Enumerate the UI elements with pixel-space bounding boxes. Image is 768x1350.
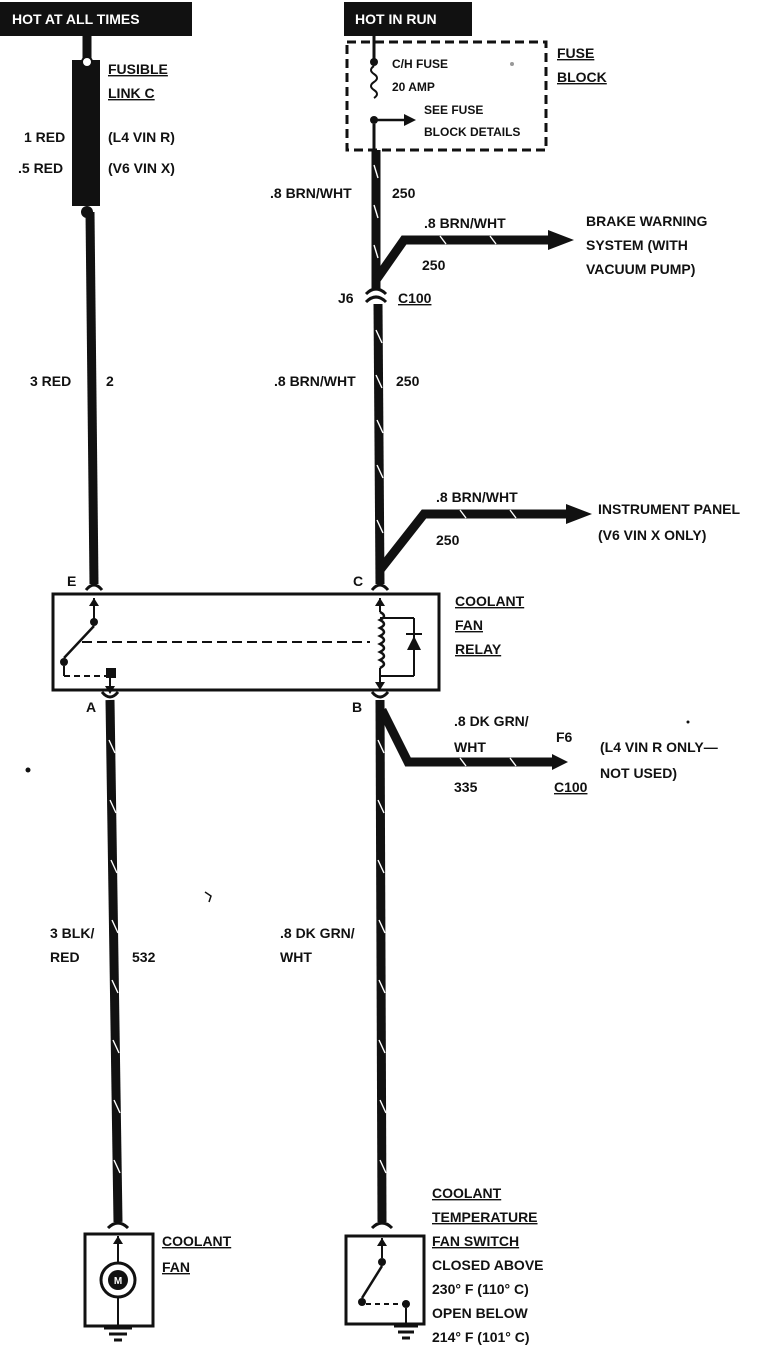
switch-label-1: COOLANT <box>432 1185 502 1201</box>
fusible-link-c <box>72 60 100 206</box>
arrow-instrument-panel <box>566 504 592 524</box>
fusible-link-wire-2-note: (V6 VIN X) <box>108 160 175 176</box>
connector-c100-j6 <box>364 287 388 304</box>
wire-label-532: 532 <box>132 949 156 965</box>
ip-branch-circuit: 250 <box>436 532 460 548</box>
wire-3-blk-red-532 <box>105 699 123 1223</box>
relay-terminal-b: B <box>352 699 362 715</box>
brake-dest-2: SYSTEM (WITH <box>586 237 688 253</box>
wire-label-250-mid: 250 <box>396 373 420 389</box>
fuse-rating: 20 AMP <box>392 80 435 94</box>
brake-branch-circuit: 250 <box>422 257 446 273</box>
wire-label-3-blk: 3 BLK/ <box>50 925 94 941</box>
fuse-see-details-1: SEE FUSE <box>424 103 483 117</box>
fusible-link-wire-1-note: (L4 VIN R) <box>108 129 175 145</box>
wire-3-red-circuit-2 <box>85 211 99 585</box>
switch-closed-2: 230° F (110° C) <box>432 1281 529 1297</box>
svg-text:M: M <box>114 1276 122 1287</box>
arrow-brake-warning <box>548 230 574 250</box>
fuse-block-label-2: BLOCK <box>557 69 607 85</box>
f6-wire-2: WHT <box>454 739 486 755</box>
wire-f6-branch <box>377 707 552 767</box>
fuse-block-label-1: FUSE <box>557 45 594 61</box>
relay-terminal-c: C <box>353 573 363 589</box>
wire-label-red: RED <box>50 949 80 965</box>
svg-text:HOT AT ALL TIMES: HOT AT ALL TIMES <box>12 11 140 27</box>
coolant-fan-relay <box>51 583 441 699</box>
wire-label-brn-wht-top: .8 BRN/WHT <box>270 185 352 201</box>
wire-label-circuit-2: 2 <box>106 373 114 389</box>
switch-label-2: TEMPERATURE <box>432 1209 538 1225</box>
switch-label-3: FAN SWITCH <box>432 1233 519 1249</box>
switch-open-2: 214° F (101° C) <box>432 1329 530 1345</box>
wire-label-wht: WHT <box>280 949 312 965</box>
relay-label-2: FAN <box>455 617 483 633</box>
connector-pin-j6: J6 <box>338 290 354 306</box>
wire-label-250-top: 250 <box>392 185 416 201</box>
wire-dk-grn-wht <box>375 699 387 1223</box>
ip-branch-wire: .8 BRN/WHT <box>436 489 518 505</box>
relay-terminal-e: E <box>67 573 76 589</box>
fusible-link-label-1: FUSIBLE <box>108 61 168 77</box>
wire-label-dk-grn: .8 DK GRN/ <box>280 925 355 941</box>
coolant-fan: M <box>83 1221 155 1342</box>
brake-dest-3: VACUUM PUMP) <box>586 261 695 277</box>
coolant-temp-fan-switch <box>344 1221 426 1340</box>
relay-label-3: RELAY <box>455 641 502 657</box>
fuse-name: C/H FUSE <box>392 57 448 71</box>
fusible-link-wire-1: 1 RED <box>24 129 65 145</box>
connector-c100-label: C100 <box>398 290 432 306</box>
ip-dest-1: INSTRUMENT PANEL <box>598 501 741 517</box>
fan-label-2: FAN <box>162 1259 190 1275</box>
wire-brn-wht-250-mid <box>373 303 385 585</box>
ground-icon <box>394 1324 418 1340</box>
brake-dest-1: BRAKE WARNING <box>586 213 707 229</box>
fuse-block <box>345 36 548 152</box>
switch-closed-1: CLOSED ABOVE <box>432 1257 544 1273</box>
wire-brake-branch <box>372 235 548 283</box>
brake-branch-wire: .8 BRN/WHT <box>424 215 506 231</box>
svg-text:HOT IN RUN: HOT IN RUN <box>355 11 437 27</box>
f6-pin: F6 <box>556 729 573 745</box>
switch-open-1: OPEN BELOW <box>432 1305 528 1321</box>
fusible-link-top-dot <box>81 56 93 68</box>
f6-note-2: NOT USED) <box>600 765 677 781</box>
relay-terminal-a: A <box>86 699 96 715</box>
f6-note-1: (L4 VIN R ONLY— <box>600 739 718 755</box>
wire-label-brn-wht-mid: .8 BRN/WHT <box>274 373 356 389</box>
header-hot-in-run: HOT IN RUN <box>344 2 472 36</box>
f6-circuit: 335 <box>454 779 478 795</box>
arrow-f6 <box>552 754 568 770</box>
relay-label-1: COOLANT <box>455 593 525 609</box>
header-hot-at-all-times: HOT AT ALL TIMES <box>0 2 192 36</box>
ground-icon <box>104 1326 132 1342</box>
fusible-link-label-2: LINK C <box>108 85 155 101</box>
fusible-link-wire-2: .5 RED <box>18 160 63 176</box>
f6-connector: C100 <box>554 779 588 795</box>
wire-instrument-panel-branch <box>376 509 566 573</box>
f6-wire-1: .8 DK GRN/ <box>454 713 529 729</box>
wire-label-3-red: 3 RED <box>30 373 71 389</box>
fan-label-1: COOLANT <box>162 1233 232 1249</box>
ip-dest-2: (V6 VIN X ONLY) <box>598 527 706 543</box>
fuse-see-details-2: BLOCK DETAILS <box>424 125 520 139</box>
